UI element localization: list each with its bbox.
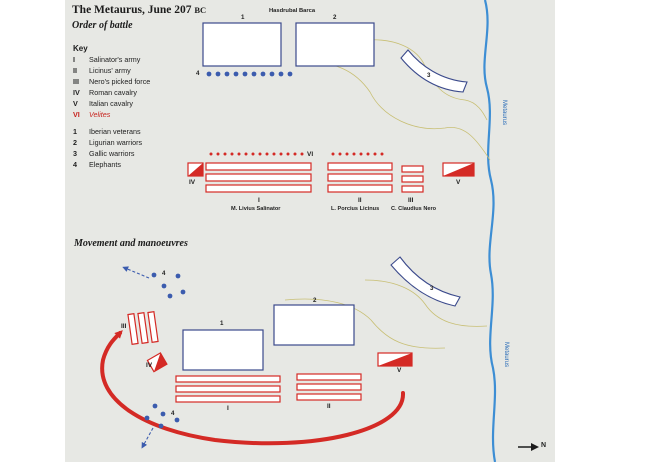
roman-army-I — [205, 162, 312, 193]
label-cavalry-IV-move: IV — [146, 362, 153, 369]
label-river-bottom: Metaurus — [503, 342, 509, 368]
carthage-unit-2-move — [273, 304, 355, 346]
roman-army-I-move — [175, 375, 281, 403]
battle-map — [100, 0, 539, 462]
label-cavalry-V: V — [456, 179, 461, 186]
roman-army-III — [401, 165, 424, 193]
label-unit-4-move-top: 4 — [162, 270, 166, 277]
terrain-line — [284, 298, 446, 349]
label-unit-3-move: 3 — [430, 285, 434, 292]
nero-flanking-arrow — [100, 330, 406, 446]
label-army-II: II — [358, 197, 362, 204]
label-river-top: Metaurus — [501, 100, 507, 126]
map-panel: The Metaurus, June 207 BC Order of battl… — [65, 0, 555, 462]
label-cavalry-V-move: V — [397, 367, 402, 374]
map-title: The Metaurus, June 207 BC — [72, 4, 206, 16]
velites-row — [209, 152, 384, 156]
carthage-unit-3-move — [390, 256, 461, 307]
key-heading: Key — [73, 44, 88, 53]
label-unit-2: 2 — [333, 14, 337, 21]
roman-army-II-move — [296, 373, 362, 401]
elephant-arrow — [122, 266, 150, 279]
label-unit-1: 1 — [241, 14, 245, 21]
roman-army-II — [327, 162, 393, 193]
label-leader-nero: C. Claudius Nero — [391, 206, 437, 212]
label-army-III: III — [408, 197, 414, 204]
title-text: The Metaurus, June 207 — [72, 4, 192, 16]
italian-cavalry-V-move — [377, 352, 413, 367]
elephants-top — [206, 71, 293, 77]
terrain-line — [299, 59, 491, 161]
label-army-III-move: III — [121, 323, 127, 330]
italian-cavalry-V — [442, 162, 475, 177]
section-movement: Movement and manoeuvres — [74, 238, 188, 249]
north-arrow-head — [531, 443, 539, 451]
elephants-scatter-bottom — [144, 403, 180, 429]
label-cavalry-IV: IV — [189, 179, 196, 186]
label-hasdrubal: Hasdrubal Barca — [269, 8, 316, 14]
label-unit-3: 3 — [427, 72, 431, 79]
label-army-II-move: II — [327, 403, 331, 410]
label-leader-salinator: M. Livius Salinator — [231, 206, 281, 212]
terrain-line — [364, 279, 488, 327]
carthage-unit-1-move — [182, 329, 264, 371]
label-unit-1-move: 1 — [220, 320, 224, 327]
label-leader-licinus: L. Porcius Licinus — [331, 206, 380, 212]
roman-army-III-move — [127, 311, 159, 345]
label-velites: VI — [307, 151, 314, 158]
section-order-of-battle: Order of battle — [72, 20, 133, 31]
roman-cavalry-IV — [187, 162, 204, 177]
label-unit-4: 4 — [196, 70, 200, 77]
carthage-unit-1 — [202, 22, 282, 67]
elephants-scatter-top — [151, 272, 186, 299]
elephant-arrow — [141, 427, 154, 449]
carthage-unit-2 — [295, 22, 375, 67]
roman-cavalry-IV-move — [146, 352, 168, 373]
north-label: N — [541, 442, 547, 449]
label-unit-4-move-bottom: 4 — [171, 410, 175, 417]
label-army-I: I — [258, 197, 260, 204]
label-unit-2-move: 2 — [313, 297, 317, 304]
carthage-unit-3 — [400, 49, 468, 93]
title-era: BC — [194, 5, 207, 15]
label-army-I-move: I — [227, 405, 229, 412]
river-metaurus — [483, 0, 497, 462]
